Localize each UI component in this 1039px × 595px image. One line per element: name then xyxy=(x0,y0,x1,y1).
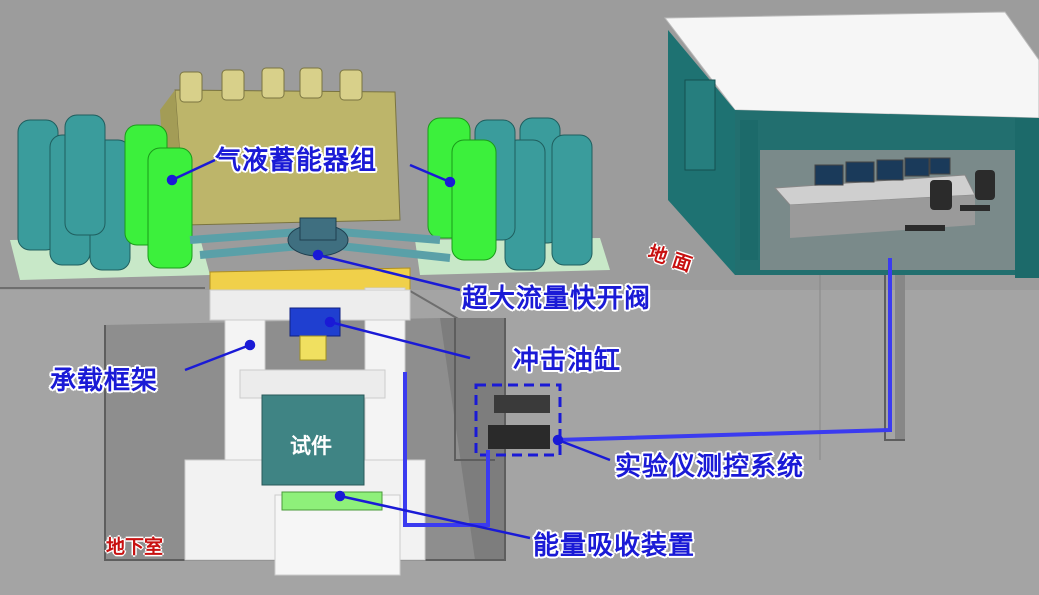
signal-lines xyxy=(403,258,892,527)
accumulator-group xyxy=(10,67,610,280)
leader-lines xyxy=(166,158,611,540)
load-frame-label: 承载框架 xyxy=(50,366,159,396)
specimen-label: 试件 xyxy=(290,434,332,458)
quick-valve-label: 超大流量快开阀 xyxy=(462,284,652,314)
basement-zone-label: 地下室 xyxy=(106,536,164,558)
accumulator-label: 气液蓄能器组 xyxy=(215,146,378,176)
measurement-equipment xyxy=(474,383,562,457)
energy-absorber-label: 能量吸收装置 xyxy=(533,531,696,561)
measurement-system-label: 实验仪测控系统 xyxy=(615,452,805,482)
quick-valve xyxy=(287,217,349,257)
impact-cylinder-label: 冲击油缸 xyxy=(513,346,622,376)
control-room xyxy=(664,11,1039,278)
